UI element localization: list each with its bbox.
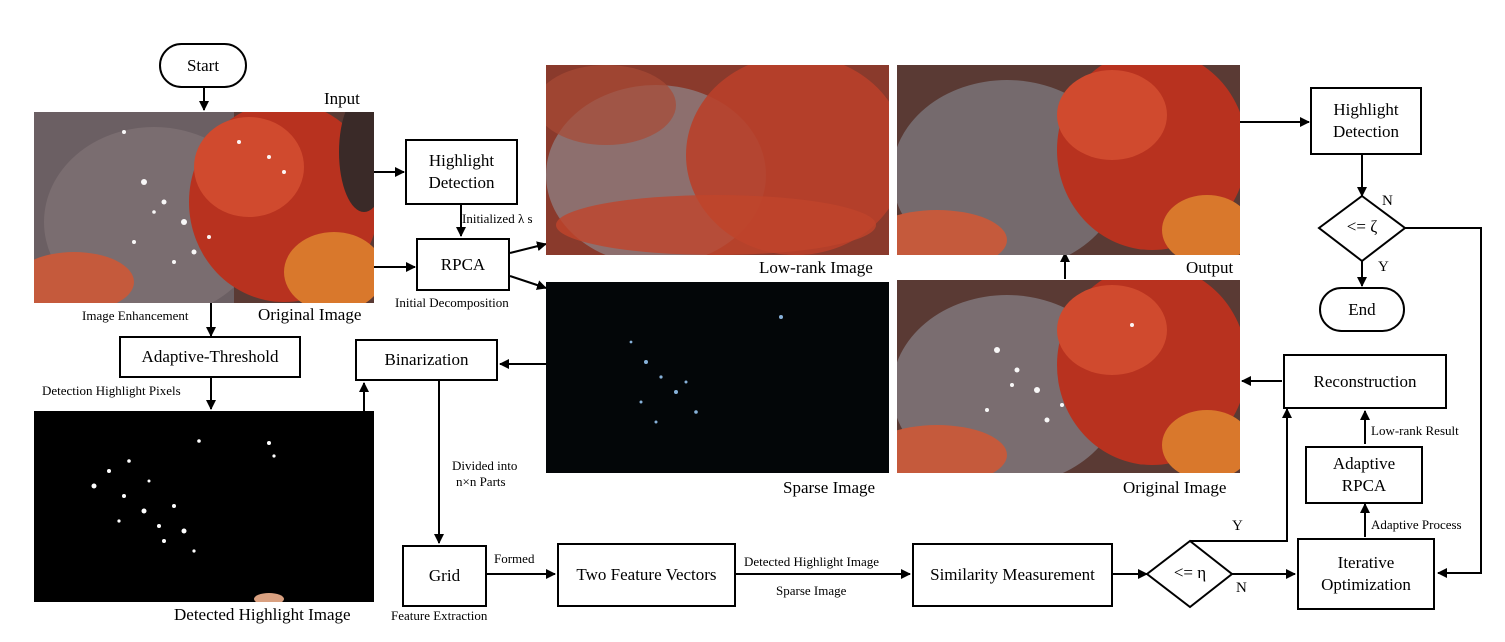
start-label: Start xyxy=(186,55,220,75)
original-image-caption-right: Original Image xyxy=(1123,478,1227,497)
zeta-yes-label: Y xyxy=(1378,259,1389,275)
reconstruction-label: Reconstruction xyxy=(1313,371,1417,391)
feature-extraction-label: Feature Extraction xyxy=(391,608,488,623)
arrow-rpca-to-sparse xyxy=(509,275,547,290)
adaptive-threshold-label: Adaptive-Threshold xyxy=(141,347,279,366)
two-feature-vectors-label: Two Feature Vectors xyxy=(576,565,717,584)
arrow-eta-yes-to-reconstruction xyxy=(1190,408,1292,542)
highlight-detection-1-line2: Detection xyxy=(428,173,495,192)
input-original-image xyxy=(34,112,374,303)
low-rank-image xyxy=(546,65,889,255)
eta-decision-diamond xyxy=(1145,539,1234,609)
eta-no-label: N xyxy=(1236,580,1247,596)
two-feature-vectors-box: Two Feature Vectors xyxy=(557,543,736,607)
output-caption: Output xyxy=(1186,258,1234,277)
formed-label: Formed xyxy=(494,551,535,566)
zeta-no-label: N xyxy=(1382,193,1393,209)
binarization-box: Binarization xyxy=(355,339,498,381)
highlight-detection-2-line1: Highlight xyxy=(1333,100,1399,119)
sparse-image xyxy=(546,282,889,473)
grid-label: Grid xyxy=(428,566,461,585)
initial-decomposition-label: Initial Decomposition xyxy=(395,295,509,310)
original-image-right xyxy=(897,280,1240,473)
output-image xyxy=(897,65,1240,255)
arrow-rpca-to-lowrank xyxy=(509,241,547,254)
zeta-decision-label: <= ζ xyxy=(1346,217,1378,236)
adaptive-process-label: Adaptive Process xyxy=(1371,517,1462,532)
divided-into-line1: Divided into xyxy=(452,458,518,473)
similarity-measurement-label: Similarity Measurement xyxy=(930,565,1095,584)
image-enhancement-label: Image Enhancement xyxy=(82,308,189,323)
reconstruction-box: Reconstruction xyxy=(1283,354,1447,409)
sparse-image-arrow-label: Sparse Image xyxy=(776,583,847,598)
zeta-decision-diamond xyxy=(1317,194,1407,263)
grid-box: Grid xyxy=(402,545,487,607)
adaptive-rpca-line2: RPCA xyxy=(1341,476,1387,495)
initialized-lambda-label: Initialized λ s xyxy=(462,211,533,226)
highlight-detection-box-1: Highlight Detection xyxy=(405,139,518,205)
divided-into-line2: n×n Parts xyxy=(456,474,506,489)
detected-highlight-image xyxy=(34,411,374,602)
binarization-label: Binarization xyxy=(384,350,469,369)
eta-yes-label: Y xyxy=(1232,518,1243,534)
detection-highlight-pixels-label: Detection Highlight Pixels xyxy=(42,383,181,398)
rpca-label: RPCA xyxy=(440,254,486,274)
low-rank-image-caption: Low-rank Image xyxy=(759,258,873,277)
detected-highlight-image-arrow-label: Detected Highlight Image xyxy=(744,554,880,569)
iterative-optimization-box: Iterative Optimization xyxy=(1297,538,1435,610)
end-terminal: End xyxy=(1319,287,1405,332)
iterative-optimization-line1: Iterative xyxy=(1337,553,1395,572)
adaptive-rpca-line1: Adaptive xyxy=(1332,454,1396,473)
detected-highlight-image-caption: Detected Highlight Image xyxy=(174,605,351,624)
highlight-detection-box-2: Highlight Detection xyxy=(1310,87,1422,155)
low-rank-result-label: Low-rank Result xyxy=(1371,423,1459,438)
highlight-detection-1-line1: Highlight xyxy=(428,151,495,170)
adaptive-rpca-box: Adaptive RPCA xyxy=(1305,446,1423,504)
sparse-image-caption: Sparse Image xyxy=(783,478,876,497)
rpca-box: RPCA xyxy=(416,238,510,291)
end-label: End xyxy=(1348,299,1376,319)
arrow-zeta-no-to-optimization xyxy=(1405,227,1482,578)
input-caption: Input xyxy=(324,89,360,108)
iterative-optimization-line2: Optimization xyxy=(1321,575,1411,594)
similarity-measurement-box: Similarity Measurement xyxy=(912,543,1113,607)
highlight-detection-2-line2: Detection xyxy=(1332,122,1400,141)
start-terminal: Start xyxy=(159,43,247,88)
original-image-caption: Original Image xyxy=(258,305,362,324)
adaptive-threshold-box: Adaptive-Threshold xyxy=(119,336,301,378)
eta-decision-label: <= η xyxy=(1173,563,1207,582)
